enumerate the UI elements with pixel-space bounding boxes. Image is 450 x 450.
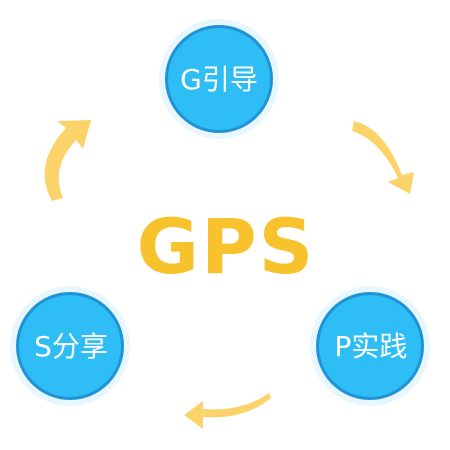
node-practice-label: P实践: [335, 330, 408, 363]
arrow-top-to-right: [352, 121, 414, 194]
node-share: S分享: [10, 286, 130, 406]
node-practice: P实践: [310, 286, 430, 406]
center-title: GPS: [137, 202, 316, 291]
node-guidance-label: G引导: [180, 63, 258, 96]
node-guidance: G引导: [159, 19, 279, 139]
arrow-right-to-left: [184, 393, 271, 429]
arrow-left-to-top: [44, 120, 91, 201]
node-share-label: S分享: [34, 330, 108, 363]
